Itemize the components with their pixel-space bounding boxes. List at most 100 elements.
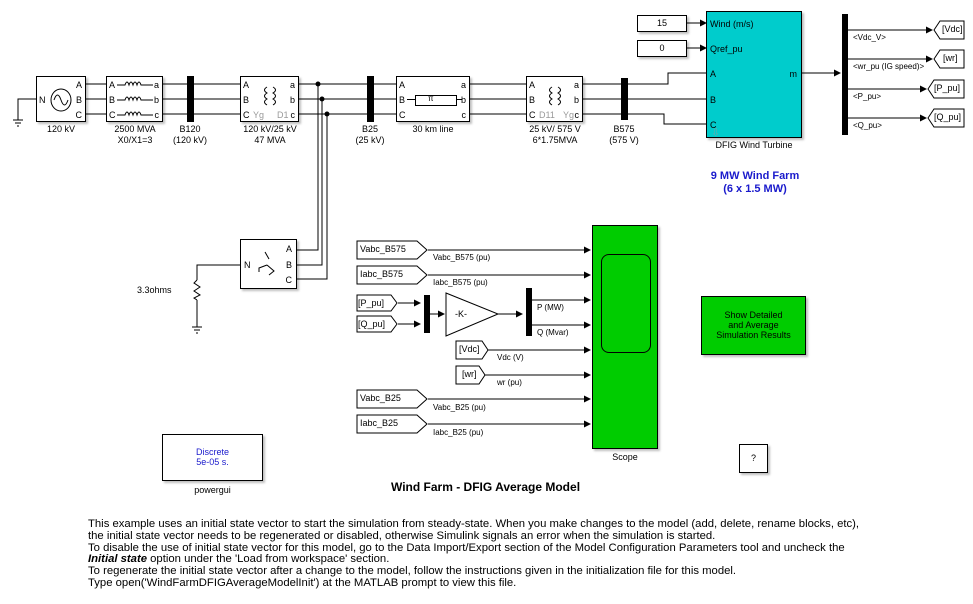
from-wr[interactable]: [wr] xyxy=(462,369,477,379)
demux-pq[interactable] xyxy=(526,288,532,336)
dfig-label: DFIG Wind Turbine xyxy=(715,140,793,150)
zigzag-icon xyxy=(258,251,275,276)
from-q-pu[interactable]: [Q_pu] xyxy=(358,319,386,329)
show-results-line1: Show Detailed xyxy=(724,310,783,320)
port-c: C xyxy=(285,275,293,285)
three-phase-source[interactable]: N A B C xyxy=(36,76,86,122)
help-label: ? xyxy=(750,453,756,463)
goto-p-shape xyxy=(927,79,965,99)
demux-bus-selector[interactable] xyxy=(842,14,848,135)
powergui-sample-time: 5e-05 s. xyxy=(196,457,229,467)
b120-voltage: (120 kV) xyxy=(172,135,207,145)
bus-b120[interactable] xyxy=(187,76,194,122)
from-p-pu[interactable]: [P_pu] xyxy=(358,298,385,308)
from-p-shape xyxy=(356,294,398,312)
port-a-in: A xyxy=(399,80,406,90)
show-results-line3: Simulation Results xyxy=(716,330,791,340)
gain-block[interactable] xyxy=(445,292,500,337)
port-a-out: a xyxy=(460,80,466,90)
signal-label-wr: <wr_pu (IG speed)> xyxy=(853,62,925,71)
port-a-out: a xyxy=(573,80,579,90)
transformer-120-25[interactable]: A B C Yg D1 a b c xyxy=(240,76,299,122)
port-c-out: c xyxy=(574,110,580,120)
signal-label-p: <P_pu> xyxy=(853,92,882,101)
wind-speed-value: 15 xyxy=(656,18,667,28)
scope-signal-wr: wr (pu) xyxy=(497,378,522,387)
from-tags-shapes-2 xyxy=(455,340,489,385)
port-c-in: C xyxy=(243,110,250,120)
resistor-icon xyxy=(193,279,201,301)
wire-source-neutral xyxy=(17,98,36,115)
transformer-25-575[interactable]: A B C D11 Yg a b c xyxy=(526,76,583,122)
pi-section-line[interactable]: π A B C a b c xyxy=(396,76,470,122)
port-n: N xyxy=(39,95,46,105)
mux-pq[interactable] xyxy=(424,295,430,333)
scope-signal-vabc-b575: Vabc_B575 (pu) xyxy=(433,253,491,262)
bus-b25[interactable] xyxy=(367,76,374,122)
show-results-button[interactable]: Show Detailed and Average Simulation Res… xyxy=(701,296,806,355)
port-b-out: b xyxy=(460,95,466,105)
look-under-mask-icon[interactable]: ⇩ xyxy=(711,127,721,139)
port-qref: Qref_pu xyxy=(710,44,743,54)
goto-vdc[interactable]: [Vdc] xyxy=(942,24,963,34)
signal-label-vdc: <Vdc_V> xyxy=(853,33,886,42)
from-iabc-b25-shape xyxy=(356,414,428,434)
from-vdc[interactable]: [Vdc] xyxy=(459,344,480,354)
port-b-out: b xyxy=(153,95,159,105)
scope-screen-icon xyxy=(601,254,651,353)
wind-speed-constant[interactable]: 15 xyxy=(637,15,687,32)
grounding-transformer[interactable]: N A B C xyxy=(240,239,297,289)
port-b-out: b xyxy=(289,95,295,105)
from-vabc-b575-shape xyxy=(356,240,428,260)
goto-q-shape xyxy=(927,108,965,128)
port-a: A xyxy=(710,69,717,79)
port-a: A xyxy=(285,244,292,254)
inductor-icon xyxy=(117,81,153,117)
powergui-block[interactable]: Discrete 5e-05 s. xyxy=(162,434,263,481)
xfmr-120-25-label2: 47 MVA xyxy=(254,135,286,145)
dfig-wind-turbine-block[interactable]: Wind (m/s) Qref_pu A B C m ⇩ xyxy=(706,11,802,139)
port-a-in: A xyxy=(243,80,250,90)
b120-label: B120 xyxy=(179,124,201,134)
from-iabc-b575-shape xyxy=(356,265,428,285)
goto-p-pu[interactable]: [P_pu] xyxy=(934,83,961,93)
help-button[interactable]: ? xyxy=(739,444,768,473)
goto-q-pu[interactable]: [Q_pu] xyxy=(934,112,962,122)
winding-2-label: D1 xyxy=(277,110,289,120)
initial-state-emphasis: Initial state xyxy=(88,553,148,566)
description-line5: To regenerate the initial state vector a… xyxy=(88,565,737,578)
scope-block[interactable] xyxy=(592,225,658,449)
qref-value: 0 xyxy=(659,43,665,53)
b25-voltage: (25 kV) xyxy=(355,135,385,145)
b575-voltage: (575 V) xyxy=(609,135,639,145)
from-vdc-shape xyxy=(455,340,489,360)
from-vabc-b575[interactable]: Vabc_B575 xyxy=(360,244,406,254)
winding-2-label: Yg xyxy=(563,110,575,120)
from-vabc-b25[interactable]: Vabc_B25 xyxy=(360,393,401,403)
grid-xfmr-label2: X0/X1=3 xyxy=(117,135,153,145)
from-iabc-b575[interactable]: Iabc_B575 xyxy=(360,269,404,279)
from-wr-shape xyxy=(455,365,486,385)
from-q-shape xyxy=(356,315,398,333)
signal-label-q: <Q_pu> xyxy=(853,121,882,130)
description-line1: This example uses an initial state vecto… xyxy=(88,518,860,530)
pi-line-icon xyxy=(415,95,457,106)
qref-constant[interactable]: 0 xyxy=(637,40,687,57)
scope-signal-vabc-b25: Vabc_B25 (pu) xyxy=(433,403,486,412)
transformer-icon xyxy=(549,86,561,106)
bus-b575[interactable] xyxy=(621,78,628,120)
wire-neutral-resistor xyxy=(196,264,240,322)
description-line4-rest: option under the 'Load from workspace' s… xyxy=(147,553,390,566)
description-line6: Type open('WindFarmDFIGAverageModelInit'… xyxy=(88,576,517,589)
port-n: N xyxy=(244,260,251,270)
goto-vdc-shape xyxy=(933,20,965,40)
scope-signal-vdc: Vdc (V) xyxy=(497,353,524,362)
port-b: B xyxy=(710,95,717,105)
goto-wr[interactable]: [wr] xyxy=(943,53,958,63)
description-line4: Initial state option under the 'Load fro… xyxy=(88,553,859,566)
scope-signal-p: P (MW) xyxy=(537,303,564,312)
scope-signal-iabc-b25: Iabc_B25 (pu) xyxy=(433,428,484,437)
from-iabc-b25[interactable]: Iabc_B25 xyxy=(360,418,399,428)
grid-impedance-block[interactable]: A B C a b c xyxy=(106,76,163,122)
